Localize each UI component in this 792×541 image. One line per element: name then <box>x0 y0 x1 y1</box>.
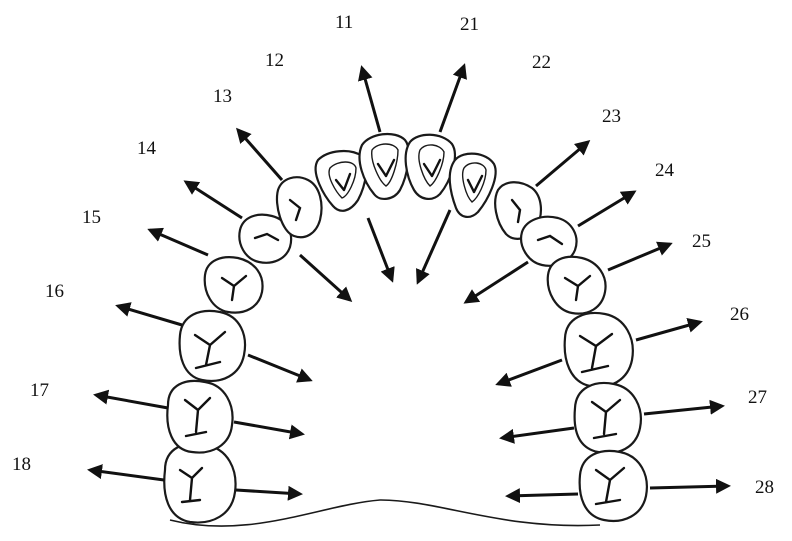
label-22: 22 <box>532 52 551 73</box>
tooth-labels: 11 21 12 22 13 23 14 24 15 25 16 26 17 2… <box>12 12 774 498</box>
tooth-17 <box>167 381 232 453</box>
tooth-25 <box>548 257 606 314</box>
label-28: 28 <box>755 477 774 498</box>
label-25: 25 <box>692 231 711 252</box>
label-16: 16 <box>45 281 64 302</box>
tooth-21 <box>406 135 455 199</box>
tooth-15 <box>205 257 263 312</box>
label-23: 23 <box>602 106 621 127</box>
palate-outline <box>170 500 600 526</box>
tooth-22 <box>450 154 496 217</box>
label-12: 12 <box>265 50 284 71</box>
label-15: 15 <box>82 207 101 228</box>
label-26: 26 <box>730 304 749 325</box>
tooth-26 <box>565 313 633 387</box>
label-24: 24 <box>655 160 675 181</box>
tooth-27 <box>575 383 641 453</box>
tooth-16 <box>180 311 245 381</box>
label-21: 21 <box>460 14 479 35</box>
label-11: 11 <box>335 12 353 33</box>
label-13: 13 <box>213 86 232 107</box>
label-17: 17 <box>30 380 49 401</box>
label-27: 27 <box>748 387 767 408</box>
label-14: 14 <box>137 138 157 159</box>
tooth-18 <box>164 444 235 523</box>
label-18: 18 <box>12 454 31 475</box>
tooth-11 <box>360 134 409 199</box>
tooth-28 <box>580 451 647 521</box>
